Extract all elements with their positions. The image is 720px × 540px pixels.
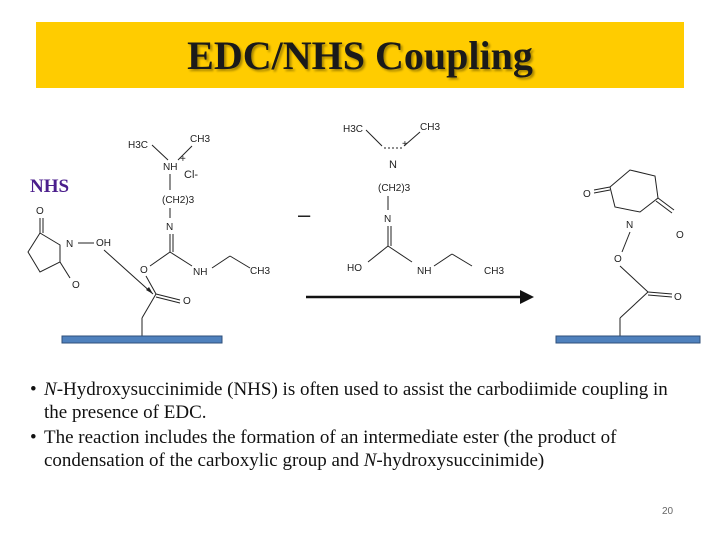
nhs-ester-product: O O N O O — [583, 169, 684, 338]
edc-h3c: H3C — [128, 140, 148, 151]
bullet-item-nhs: N-Hydroxysuccinimide (NHS) is often used… — [30, 378, 680, 424]
product-n: N — [626, 220, 633, 231]
bullet-list: N-Hydroxysuccinimide (NHS) is often used… — [30, 378, 680, 474]
edc-o: O — [140, 265, 148, 276]
reaction-arrow — [306, 290, 534, 304]
surface-right — [555, 335, 701, 344]
urea-plus: + — [402, 139, 408, 150]
title-banner: EDC/NHS Coupling — [36, 22, 684, 88]
product-o-carbonyl: O — [674, 292, 682, 303]
urea-nh: NH — [417, 266, 431, 277]
product-o-left: O — [583, 189, 591, 200]
slide-number: 20 — [662, 506, 674, 517]
urea-h3c: H3C — [343, 124, 363, 135]
edc-ch2: (CH2)3 — [162, 195, 195, 206]
edc-ch3-top: CH3 — [190, 134, 210, 145]
urea-ch3: CH3 — [420, 122, 440, 133]
edc-plus: + — [180, 154, 186, 165]
urea-ho: HO — [347, 263, 362, 274]
edc-nh: NH — [163, 162, 177, 173]
edc-n: N — [166, 222, 173, 233]
bullet-item-reaction: The reaction includes the formation of a… — [30, 426, 680, 472]
acid-o: O — [183, 296, 191, 307]
bullet-2-text: The reaction includes the formation of a… — [44, 427, 617, 471]
reaction-scheme: O N O OH H3C CH3 NH + Cl- (CH2)3 N O NH … — [27, 122, 701, 344]
edc-cl: Cl- — [184, 169, 198, 181]
urea-ch2: (CH2)3 — [378, 183, 411, 194]
nhs-oh: OH — [96, 238, 111, 249]
product-o-link: O — [614, 254, 622, 265]
urea-n-top: N — [389, 159, 397, 171]
urea-n: N — [384, 214, 391, 225]
edc-nh-right: NH — [193, 267, 207, 278]
surface-left — [61, 335, 223, 344]
edc-molecule: H3C CH3 NH + Cl- (CH2)3 N O NH CH3 — [128, 134, 270, 295]
bullet-2-italic: N — [363, 450, 377, 471]
nhs-n: N — [66, 239, 73, 250]
bullet-1-italic: N — [44, 379, 57, 400]
nhs-o-bottom: O — [72, 280, 80, 291]
nhs-molecule: O N O OH — [27, 206, 154, 295]
urea-byproduct: – H3C CH3 + N (CH2)3 N HO NH CH3 — [298, 122, 504, 277]
product-o-right: O — [676, 230, 684, 241]
minus-sign: – — [298, 202, 311, 227]
edc-ch3-right: CH3 — [250, 266, 270, 277]
surface-carboxyl: O — [141, 293, 191, 338]
nhs-label: NHS — [30, 176, 70, 197]
bullet-2-end: -hydroxysuccinimide) — [376, 450, 545, 471]
nhs-o-top: O — [36, 206, 44, 217]
slide-title: EDC/NHS Coupling — [187, 32, 533, 78]
urea-ch3-right: CH3 — [484, 266, 504, 277]
bullet-1-text: -Hydroxysuccinimide (NHS) is often used … — [44, 379, 668, 423]
